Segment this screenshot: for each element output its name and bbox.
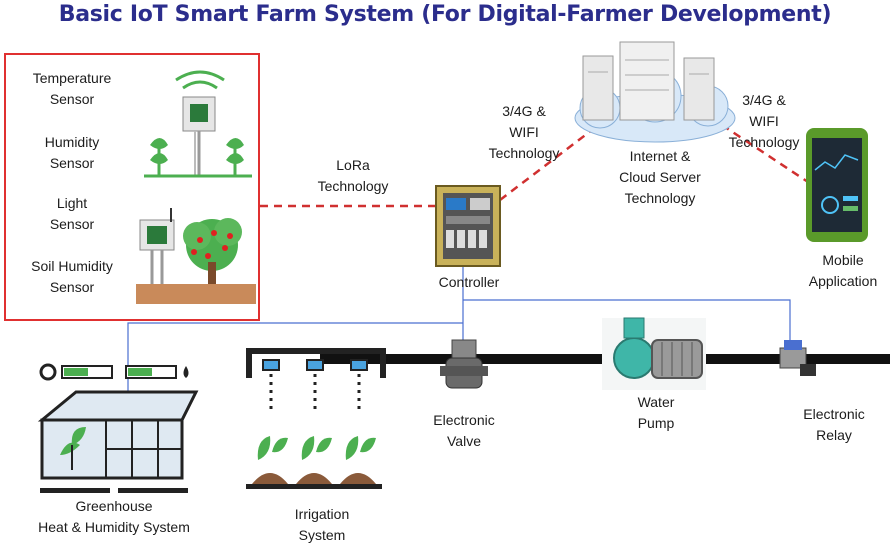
cloud-mobile-link bbox=[721, 123, 809, 184]
sensor-label-line: Sensor bbox=[49, 91, 95, 107]
cloud-label: Internet & Cloud Server Technology bbox=[596, 146, 724, 209]
valve-label-line: Electronic bbox=[433, 412, 495, 428]
sensor-label-line: Humidity bbox=[44, 134, 100, 150]
sensor-group-box bbox=[4, 53, 260, 321]
light-sensor-label: Light Sensor bbox=[14, 193, 130, 235]
lora-label-line: LoRa bbox=[336, 157, 370, 173]
net-right-label: 3/4G & WIFI Technology bbox=[712, 90, 816, 153]
soil-humidity-sensor-label: Soil Humidity Sensor bbox=[14, 256, 130, 298]
controller-cabinet-icon bbox=[435, 185, 501, 267]
cloud-server-icon bbox=[574, 41, 736, 143]
greenhouse-label: Greenhouse Heat & Humidity System bbox=[16, 496, 212, 538]
greenhouse-icon bbox=[37, 363, 199, 493]
irrigation-icon bbox=[246, 348, 386, 489]
pump-label-line: Pump bbox=[637, 415, 675, 431]
electronic-valve-icon bbox=[440, 339, 488, 389]
sensor-label-line: Light bbox=[56, 195, 88, 211]
greenhouse-label-line: Greenhouse bbox=[75, 498, 153, 514]
net-left-label: 3/4G & WIFI Technology bbox=[472, 101, 576, 164]
sensor-label-line: Soil Humidity bbox=[31, 258, 113, 274]
sensor-label-line: Sensor bbox=[49, 216, 95, 232]
net-label-line: Technology bbox=[728, 134, 800, 150]
soil-sensor-icon bbox=[136, 208, 256, 304]
water-pump-icon bbox=[602, 317, 706, 390]
temperature-sensor-label: Temperature Sensor bbox=[14, 68, 130, 110]
net-label-line: Technology bbox=[488, 145, 560, 161]
relay-label: Electronic Relay bbox=[784, 404, 884, 446]
pump-label: Water Pump bbox=[606, 392, 706, 434]
controller-label: Controller bbox=[438, 274, 500, 290]
electronic-relay-icon bbox=[779, 340, 816, 376]
net-label-line: WIFI bbox=[749, 113, 779, 129]
irrigation-label-line: Irrigation bbox=[294, 506, 350, 522]
net-label-line: 3/4G & bbox=[502, 103, 546, 119]
lora-label: LoRa Technology bbox=[300, 155, 406, 197]
weather-sensor-icon bbox=[144, 70, 252, 178]
pump-label-line: Water bbox=[637, 394, 675, 410]
sensor-label-line: Temperature bbox=[32, 70, 112, 86]
mobile-label-line: Mobile bbox=[822, 252, 864, 268]
lora-label-line: Technology bbox=[317, 178, 389, 194]
relay-label-line: Relay bbox=[816, 427, 852, 443]
irrigation-label: Irrigation System bbox=[272, 504, 372, 546]
sensor-label-line: Sensor bbox=[49, 155, 95, 171]
mobile-phone-icon bbox=[806, 128, 868, 242]
cloud-label-line: Internet & bbox=[629, 148, 691, 164]
net-label-line: WIFI bbox=[509, 124, 539, 140]
net-label-line: 3/4G & bbox=[742, 92, 786, 108]
greenhouse-label-line: Heat & Humidity System bbox=[38, 519, 190, 535]
irrigation-label-line: System bbox=[298, 527, 346, 543]
cloud-label-line: Technology bbox=[624, 190, 696, 206]
diagram-title: Basic IoT Smart Farm System (For Digital… bbox=[58, 2, 832, 27]
sensor-label-line: Sensor bbox=[49, 279, 95, 295]
humidity-sensor-label: Humidity Sensor bbox=[14, 132, 130, 174]
relay-label-line: Electronic bbox=[803, 406, 865, 422]
valve-label: Electronic Valve bbox=[414, 410, 514, 452]
valve-label-line: Valve bbox=[447, 433, 481, 449]
cloud-label-line: Cloud Server bbox=[619, 169, 701, 185]
controller-cloud-link bbox=[499, 129, 593, 201]
mobile-label-line: Application bbox=[808, 273, 878, 289]
mobile-label: Mobile Application bbox=[796, 250, 890, 292]
